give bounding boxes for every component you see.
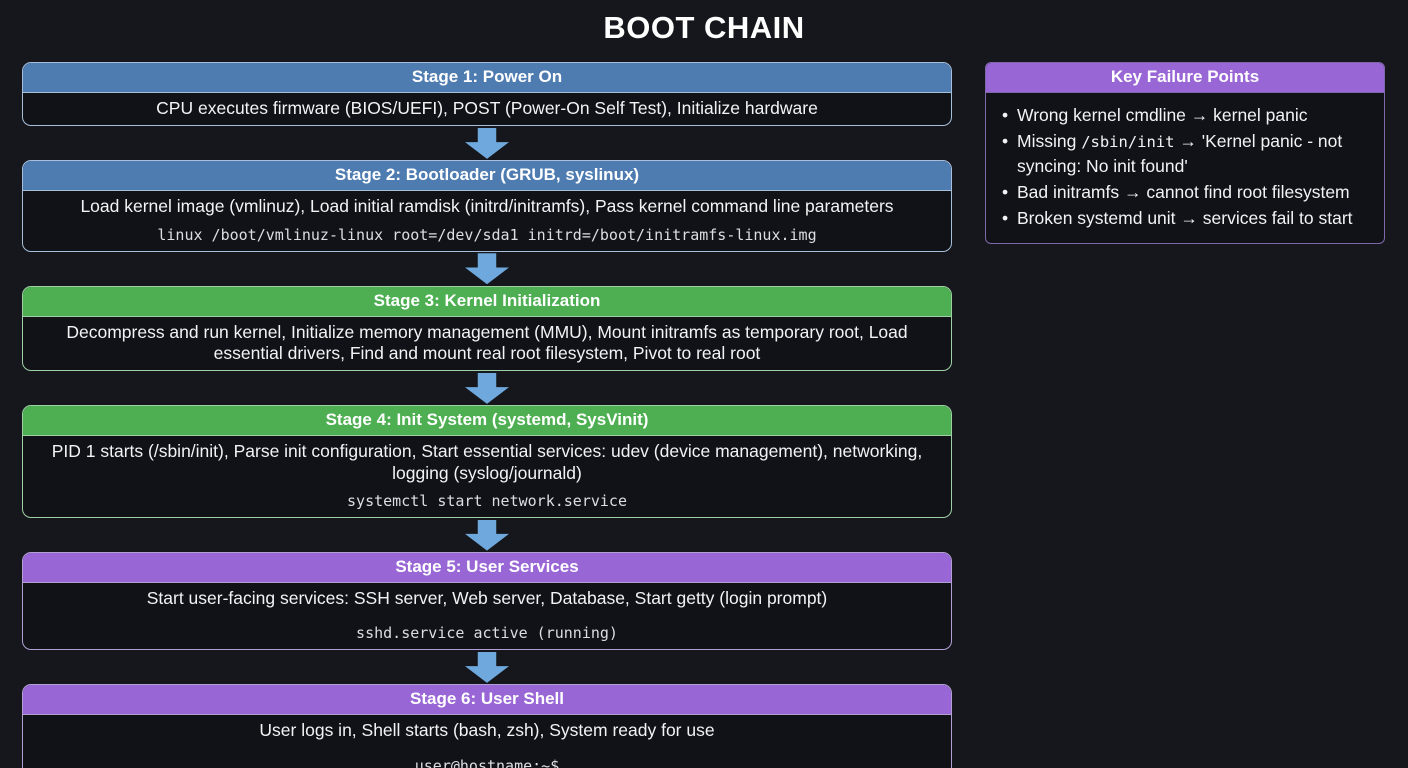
stage-3-box: Stage 3: Kernel Initialization Decompres…	[22, 285, 952, 372]
stage-3-body: Decompress and run kernel, Initialize me…	[66, 321, 908, 364]
failure-item-text: Wrong kernel cmdline → kernel panic	[1017, 105, 1308, 125]
failure-panel-title: Key Failure Points	[986, 63, 1384, 93]
failure-item: Missing /sbin/init → 'Kernel panic - not…	[996, 129, 1374, 178]
key-failure-points-panel: Key Failure Points Wrong kernel cmdline …	[985, 62, 1385, 244]
down-arrow-icon	[465, 651, 509, 683]
flow-arrow-2	[465, 252, 509, 286]
stage-1-body: CPU executes firmware (BIOS/UEFI), POST …	[156, 98, 818, 118]
failure-item-text: Broken systemd unit → services fail to s…	[1017, 208, 1353, 229]
stage-5-box: Stage 5: User Services Start user-facing…	[22, 552, 952, 651]
flow-arrow-4	[465, 518, 509, 552]
failure-item-text: Bad initramfs → cannot find root filesys…	[1017, 181, 1350, 202]
stage-4-box: Stage 4: Init System (systemd, SysVinit)…	[22, 405, 952, 519]
failure-item: Bad initramfs → cannot find root filesys…	[996, 180, 1374, 205]
page-title: BOOT CHAIN	[603, 10, 805, 45]
stage-1-box: Stage 1: Power On CPU executes firmware …	[22, 62, 952, 127]
stage-6-code: user@hostname:~$	[414, 756, 560, 768]
down-arrow-icon	[465, 127, 509, 159]
flow-arrow-3	[465, 371, 509, 405]
stage-6-body: User logs in, Shell starts (bash, zsh), …	[259, 720, 715, 741]
stage-2-header: Stage 2: Bootloader (GRUB, syslinux)	[23, 161, 951, 192]
flow-arrow-5	[465, 650, 509, 684]
flow-arrow-1	[465, 126, 509, 160]
stage-4-body: PID 1 starts (/sbin/init), Parse init co…	[51, 441, 923, 483]
failure-item-code: /sbin/init	[1081, 133, 1175, 152]
stage-1-header: Stage 1: Power On	[23, 63, 951, 93]
stage-6-box: Stage 6: User Shell User logs in, Shell …	[22, 684, 952, 768]
boot-chain-flow: Stage 1: Power On CPU executes firmware …	[22, 62, 952, 768]
stage-5-code: sshd.service active (running)	[356, 624, 618, 643]
stage-4-header: Stage 4: Init System (systemd, SysVinit)	[23, 406, 951, 437]
stage-3-header: Stage 3: Kernel Initialization	[23, 286, 951, 317]
stage-5-body: Start user-facing services: SSH server, …	[146, 588, 828, 609]
stage-2-code: linux /boot/vmlinuz-linux root=/dev/sda1…	[157, 225, 817, 244]
failure-item-text: → 'Kernel panic - not syncing: No init f…	[1017, 131, 1343, 176]
failure-item: Broken systemd unit → services fail to s…	[996, 206, 1374, 231]
down-arrow-icon	[465, 372, 509, 404]
failure-panel-body: Wrong kernel cmdline → kernel panic Miss…	[986, 93, 1384, 243]
down-arrow-icon	[465, 519, 509, 551]
failure-item: Wrong kernel cmdline → kernel panic	[996, 103, 1374, 128]
down-arrow-icon	[465, 253, 509, 285]
failure-item-text: Missing	[1017, 131, 1082, 152]
stage-4-code: systemctl start network.service	[347, 492, 627, 511]
stage-6-header: Stage 6: User Shell	[23, 685, 951, 716]
stage-2-box: Stage 2: Bootloader (GRUB, syslinux) Loa…	[22, 160, 952, 252]
stage-5-header: Stage 5: User Services	[23, 553, 951, 584]
stage-2-body: Load kernel image (vmlinuz), Load initia…	[80, 196, 894, 217]
